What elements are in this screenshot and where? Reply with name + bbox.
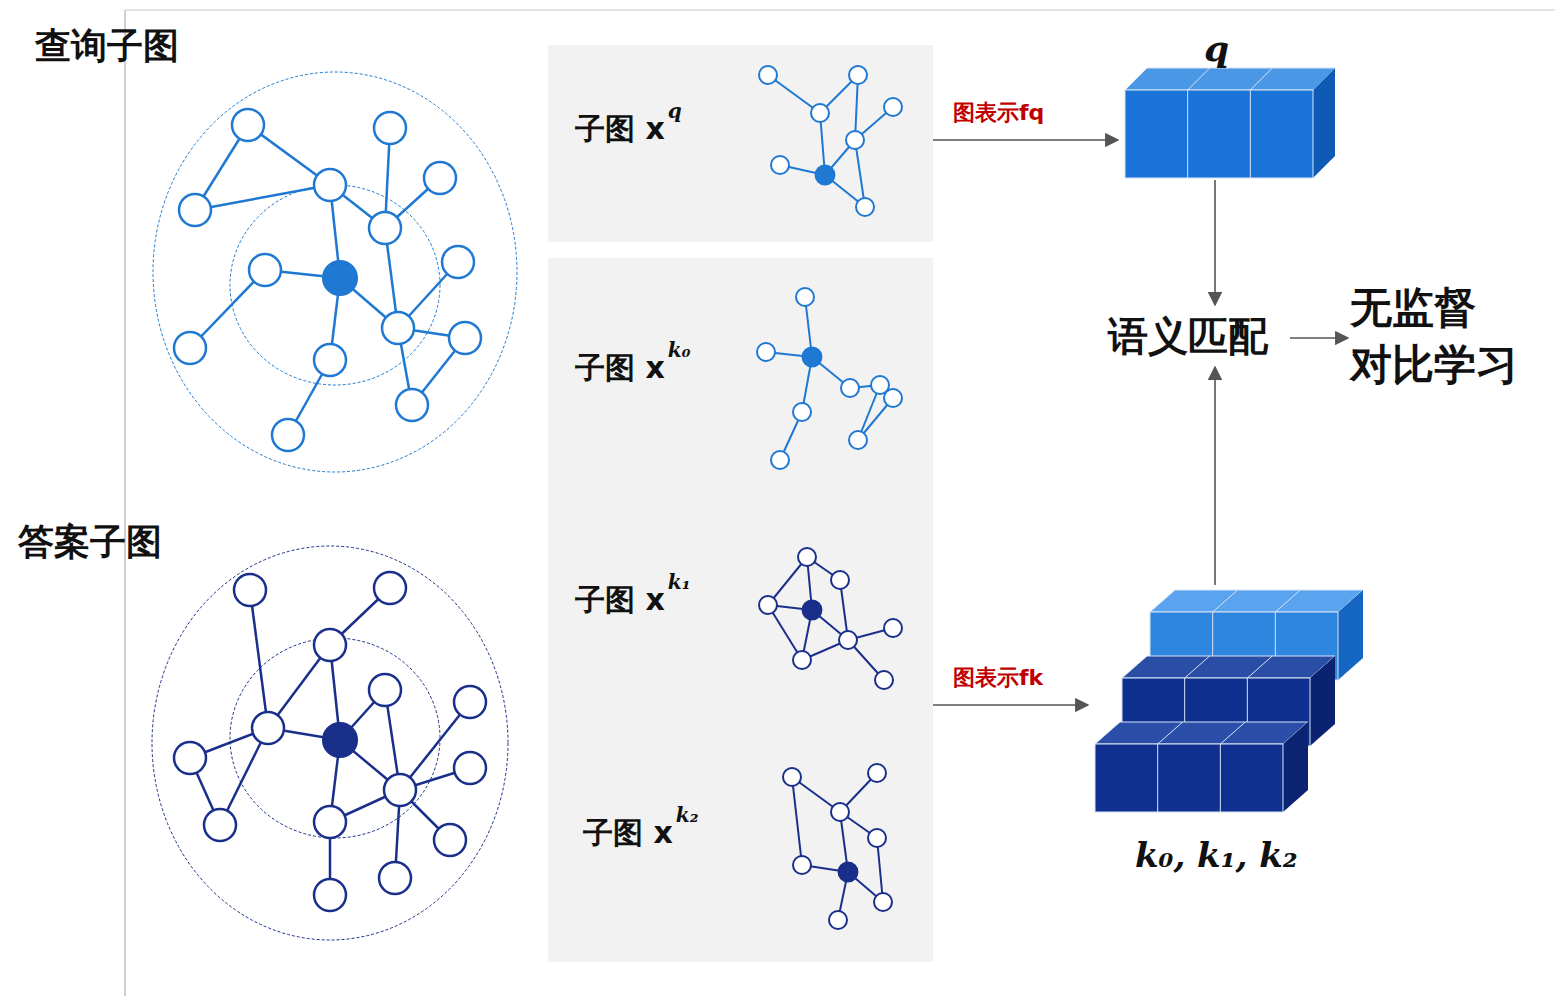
- query-graph: [153, 72, 517, 472]
- node-text: 语义匹配: [1085, 309, 1290, 364]
- node-text: 子图 x: [575, 109, 665, 150]
- node-text: 子图 x: [575, 580, 665, 621]
- node-text: q: [1120, 27, 1313, 69]
- frame-line: [124, 10, 126, 996]
- arrow-connector: [1214, 367, 1216, 585]
- edge-label: 图表示fq: [951, 98, 1046, 128]
- subgraph-panel: 子图 xq: [548, 45, 933, 242]
- node-art: [1120, 35, 1345, 180]
- node-text: q: [668, 99, 682, 123]
- node-text: 无监督 对比学习: [1350, 280, 1525, 393]
- node-text: k₀, k₁, k₂: [1135, 835, 1298, 875]
- arrow-connector: [1290, 337, 1348, 339]
- arrow-connector: [933, 704, 1088, 706]
- section-label: 查询子图: [35, 22, 179, 71]
- edge-label: 图表示fk: [951, 663, 1045, 693]
- vector-stack: k₀, k₁, k₂: [1090, 585, 1370, 895]
- subgraph-panel: 子图 xk₀子图 xk₁子图 xk₂: [548, 258, 933, 962]
- vector-block: q: [1120, 35, 1345, 180]
- arrow-connector: [933, 139, 1118, 141]
- node-text: k₂: [676, 803, 699, 827]
- result-label: 无监督 对比学习: [1350, 280, 1535, 400]
- section-label: 答案子图: [18, 518, 162, 567]
- node-text: k₁: [668, 570, 691, 594]
- answer-graph: [152, 546, 508, 940]
- node-text: 子图 x: [575, 348, 665, 389]
- process-label: 语义匹配: [1085, 305, 1290, 367]
- node-text: 子图 x: [583, 813, 673, 854]
- node-text: k₀: [668, 338, 691, 362]
- arrow-connector: [1214, 180, 1216, 305]
- frame-line: [125, 9, 1555, 11]
